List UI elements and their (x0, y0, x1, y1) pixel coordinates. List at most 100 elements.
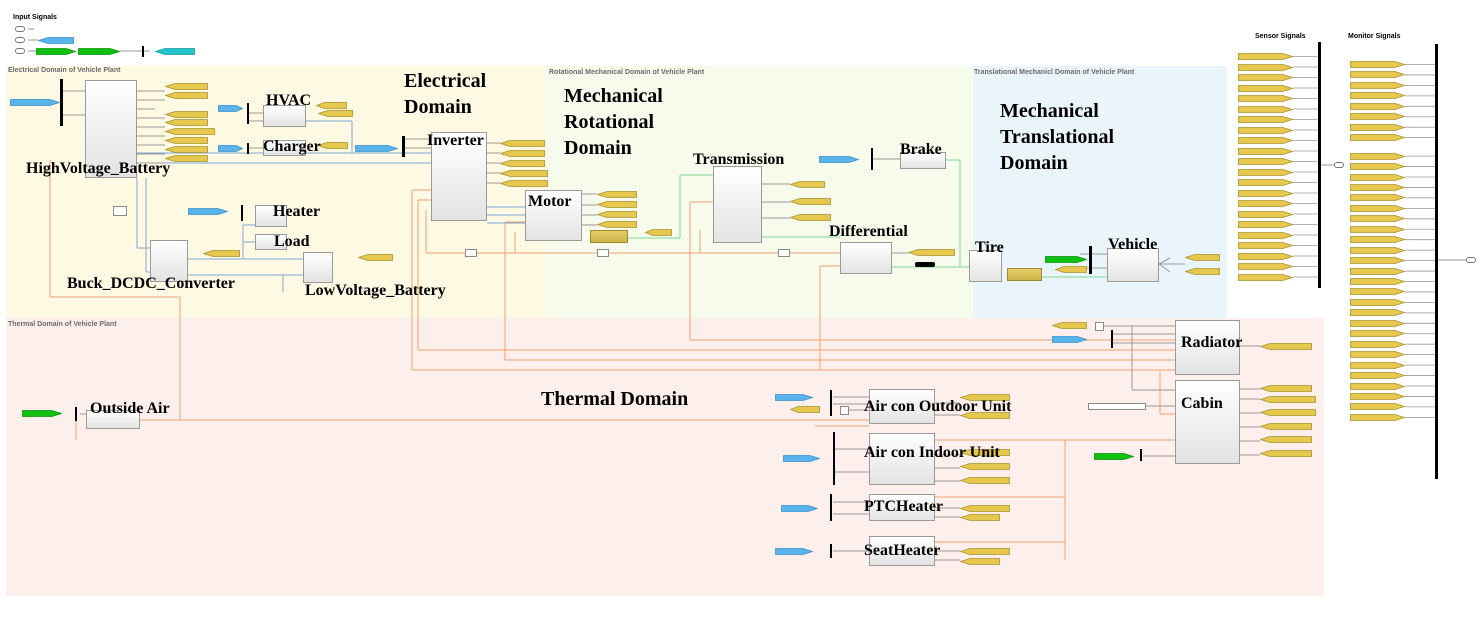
goto-tag-22[interactable] (500, 160, 545, 167)
motor-block[interactable] (525, 190, 582, 241)
hvac-block[interactable] (263, 105, 306, 127)
goto-tag-120[interactable] (1350, 393, 1405, 400)
goto-tag-87[interactable] (1238, 263, 1293, 270)
goto-tag-59[interactable] (960, 463, 1010, 470)
goto-tag-109[interactable] (1350, 278, 1405, 285)
from-tag-53[interactable] (775, 394, 813, 401)
goto-tag-63[interactable] (960, 514, 1000, 521)
goto-tag-54[interactable] (790, 406, 820, 413)
from-tag-3[interactable] (78, 48, 120, 55)
goto-tag-40[interactable] (1185, 254, 1220, 261)
goto-tag-37[interactable] (908, 249, 955, 256)
goto-tag-55[interactable] (960, 394, 1010, 401)
goto-tag-48[interactable] (1260, 409, 1316, 416)
goto-tag-50[interactable] (1260, 436, 1312, 443)
transmission-block[interactable] (713, 166, 762, 243)
goto-tag-35[interactable] (790, 214, 831, 221)
unit-box[interactable] (597, 249, 609, 257)
goto-tag-71[interactable] (1238, 95, 1293, 102)
inport-1[interactable] (15, 26, 25, 32)
seat-heater-block[interactable] (869, 536, 935, 566)
goto-tag-121[interactable] (1350, 403, 1405, 411)
goto-tag-56[interactable] (960, 412, 1010, 419)
goto-tag-46[interactable] (1260, 385, 1312, 392)
brake-block[interactable] (900, 152, 946, 169)
air-con-indoor-unit-block[interactable] (869, 433, 935, 485)
goto-tag-13[interactable] (165, 155, 208, 162)
ambient-constant-block[interactable] (1088, 403, 1146, 410)
goto-tag-105[interactable] (1350, 236, 1405, 244)
from-tag-5[interactable] (10, 99, 60, 106)
goto-tag-80[interactable] (1238, 189, 1293, 197)
goto-tag-89[interactable] (1350, 61, 1405, 68)
radiator-block[interactable] (1175, 320, 1240, 375)
goto-tag-43[interactable] (1052, 322, 1087, 329)
goto-tag-95[interactable] (1350, 123, 1405, 131)
goto-tag-26[interactable] (203, 250, 240, 257)
goto-tag-66[interactable] (960, 558, 1000, 565)
goto-tag-51[interactable] (1260, 450, 1312, 457)
goto-tag-77[interactable] (1238, 158, 1293, 165)
goto-tag-93[interactable] (1350, 102, 1405, 110)
goto-tag-41[interactable] (1185, 268, 1220, 275)
inport-2[interactable] (15, 37, 25, 43)
from-tag-4[interactable] (155, 48, 195, 55)
goto-tag-114[interactable] (1350, 330, 1405, 338)
goto-tag-60[interactable] (960, 477, 1010, 484)
from-tag-44[interactable] (1052, 336, 1087, 343)
low-voltage-battery-block[interactable] (303, 252, 333, 283)
vehicle-block[interactable] (1107, 248, 1159, 282)
goto-tag-88[interactable] (1238, 273, 1293, 281)
goto-tag-70[interactable] (1238, 84, 1293, 92)
from-tag-38[interactable] (1045, 256, 1087, 263)
goto-tag-81[interactable] (1238, 200, 1293, 207)
from-tag-36[interactable] (819, 156, 859, 163)
ptc-heater-block[interactable] (869, 494, 935, 521)
goto-tag-119[interactable] (1350, 382, 1405, 390)
goto-tag-110[interactable] (1350, 288, 1405, 296)
unit-box[interactable] (778, 249, 790, 257)
goto-tag-78[interactable] (1238, 168, 1293, 176)
goto-tag-97[interactable] (1350, 152, 1405, 160)
sensor-outport[interactable] (1334, 162, 1344, 168)
goto-tag-74[interactable] (1238, 126, 1293, 134)
goto-tag-12[interactable] (165, 146, 208, 153)
goto-tag-117[interactable] (1350, 361, 1405, 369)
goto-tag-75[interactable] (1238, 137, 1293, 144)
monitor-outport[interactable] (1466, 257, 1476, 263)
goto-tag-24[interactable] (500, 180, 548, 187)
goto-tag-101[interactable] (1350, 194, 1405, 202)
goto-tag-118[interactable] (1350, 372, 1405, 379)
goto-tag-72[interactable] (1238, 105, 1293, 113)
from-tag-25[interactable] (188, 208, 228, 215)
goto-tag-98[interactable] (1350, 163, 1405, 170)
unit-box[interactable] (465, 249, 477, 257)
inport-3[interactable] (15, 48, 25, 54)
from-tag-64[interactable] (775, 548, 813, 555)
unit-box[interactable] (840, 406, 849, 415)
goto-tag-107[interactable] (1350, 257, 1405, 264)
goto-tag-65[interactable] (960, 548, 1010, 555)
from-tag-52[interactable] (1094, 453, 1134, 460)
goto-tag-108[interactable] (1350, 267, 1405, 275)
differential-block[interactable] (840, 242, 892, 274)
cabin-block[interactable] (1175, 380, 1240, 464)
goto-tag-34[interactable] (790, 198, 831, 205)
goto-tag-39[interactable] (1055, 266, 1087, 273)
goto-tag-32[interactable] (645, 229, 672, 236)
goto-tag-17[interactable] (318, 110, 353, 117)
goto-tag-113[interactable] (1350, 319, 1405, 327)
goto-tag-102[interactable] (1350, 204, 1405, 212)
from-tag-61[interactable] (781, 505, 818, 512)
goto-tag-67[interactable] (1238, 53, 1293, 60)
goto-tag-99[interactable] (1350, 173, 1405, 181)
outside-air-block[interactable] (86, 410, 140, 429)
heater-block[interactable] (255, 205, 287, 227)
motor-sensor-block[interactable] (590, 230, 628, 243)
goto-tag-7[interactable] (165, 92, 208, 99)
goto-tag-106[interactable] (1350, 246, 1405, 254)
goto-tag-20[interactable] (500, 140, 545, 147)
goto-tag-79[interactable] (1238, 179, 1293, 186)
tire-sensor-block[interactable] (1007, 268, 1042, 281)
from-tag-42[interactable] (22, 410, 62, 417)
